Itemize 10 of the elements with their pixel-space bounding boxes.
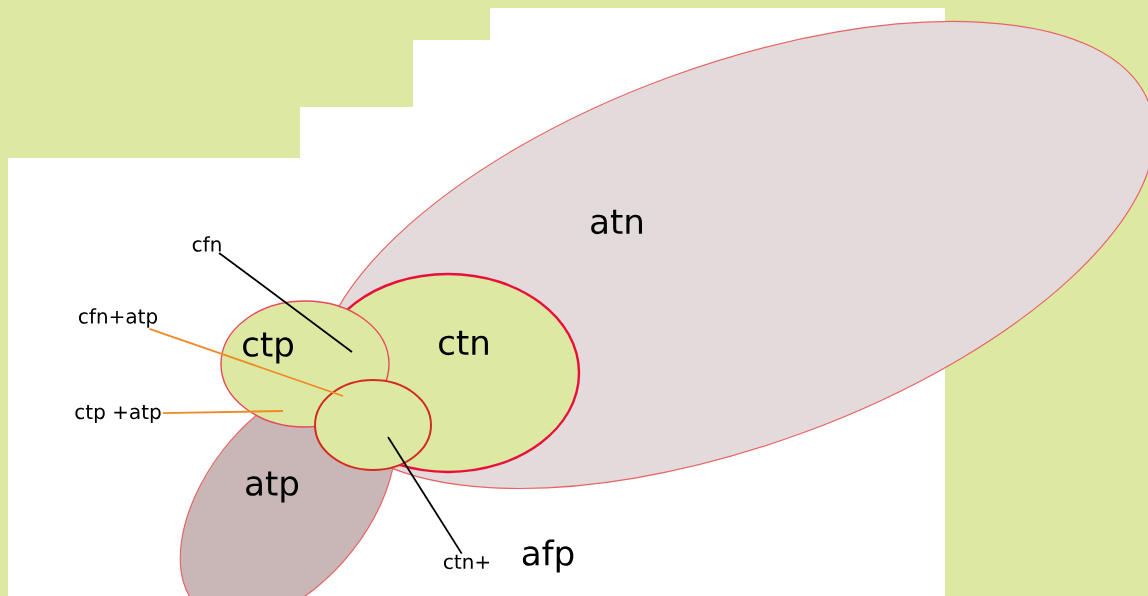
leader-label: ctn+ bbox=[443, 554, 489, 570]
set-ellipse bbox=[314, 379, 432, 471]
set-label: afp bbox=[522, 539, 574, 573]
leader-line bbox=[148, 327, 344, 397]
leader-line bbox=[218, 252, 353, 353]
leader-label: cfn bbox=[192, 236, 221, 252]
leader-line bbox=[162, 410, 284, 415]
leader-label: ctp +atp bbox=[75, 404, 161, 424]
leader-line bbox=[387, 436, 463, 555]
leader-label: cfn+atp bbox=[79, 308, 158, 328]
